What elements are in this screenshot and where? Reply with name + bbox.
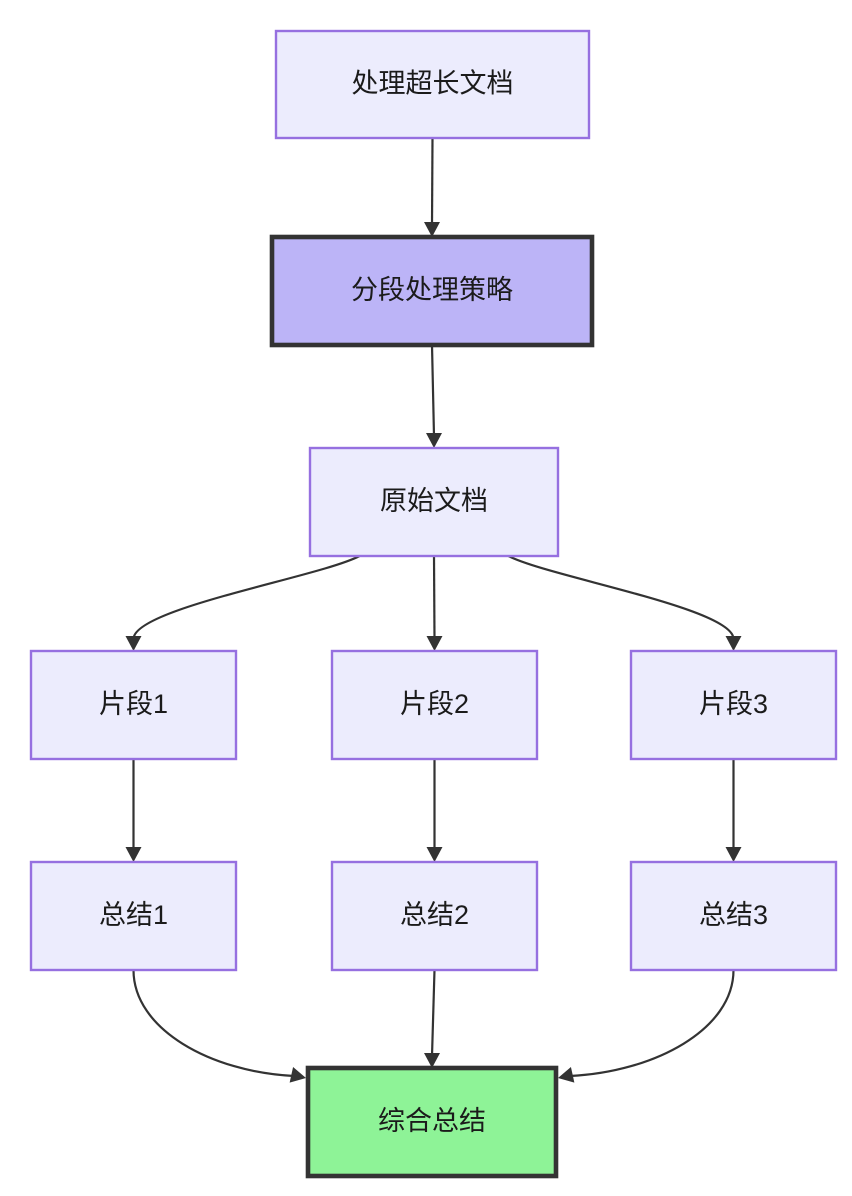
edge-line: [569, 969, 735, 1078]
edge-fragment_2-to-summary_2: [426, 759, 443, 862]
node-fragment_3[interactable]: 片段3: [629, 649, 838, 761]
node-label: 片段1: [99, 689, 168, 719]
node-box[interactable]: [308, 446, 560, 558]
edge-arrowhead: [125, 636, 142, 651]
node-label: 总结2: [400, 900, 469, 930]
node-source_doc[interactable]: 原始文档: [308, 446, 560, 558]
node-long_doc[interactable]: 处理超长文档: [274, 29, 591, 140]
node-box[interactable]: [629, 860, 838, 972]
node-label: 总结3: [699, 900, 768, 930]
edge-arrowhead: [125, 847, 142, 862]
node-summary_2[interactable]: 总结2: [330, 860, 539, 972]
edge-line: [132, 969, 295, 1078]
edge-line: [430, 969, 436, 1057]
node-box[interactable]: [330, 860, 539, 972]
edge-source_doc-to-fragment_1: [125, 555, 361, 651]
node-box[interactable]: [330, 649, 539, 761]
edge-source_doc-to-fragment_3: [507, 555, 742, 651]
node-chunk_strategy[interactable]: 分段处理策略: [269, 234, 595, 348]
node-fragment_1[interactable]: 片段1: [29, 649, 238, 761]
edge-summary_2-to-final_summary: [424, 969, 440, 1068]
node-label: 片段3: [699, 689, 768, 719]
edge-arrowhead: [725, 847, 742, 862]
edge-summary_1-to-final_summary: [132, 969, 306, 1083]
edge-line: [430, 344, 436, 437]
node-label: 总结1: [99, 900, 168, 930]
edge-chunk_strategy-to-source_doc: [426, 344, 442, 448]
node-summary_1[interactable]: 总结1: [29, 860, 238, 972]
edge-line: [430, 137, 434, 226]
node-label: 综合总结: [378, 1106, 486, 1136]
node-label: 片段2: [400, 689, 469, 719]
edge-arrowhead: [558, 1066, 575, 1083]
edge-arrowhead: [725, 636, 742, 651]
edge-arrowhead: [426, 847, 443, 862]
node-label: 处理超长文档: [352, 69, 514, 99]
edge-line: [132, 555, 361, 640]
edge-arrowhead: [424, 222, 440, 237]
node-box[interactable]: [629, 649, 838, 761]
edge-arrowhead: [289, 1066, 306, 1083]
edge-long_doc-to-chunk_strategy: [424, 137, 440, 237]
node-final_summary[interactable]: 综合总结: [305, 1065, 559, 1179]
node-box[interactable]: [305, 1065, 559, 1179]
edge-fragment_3-to-summary_3: [725, 759, 742, 862]
node-box[interactable]: [274, 29, 591, 140]
node-summary_3[interactable]: 总结3: [629, 860, 838, 972]
edge-arrowhead: [426, 636, 443, 651]
edge-line: [432, 555, 436, 640]
node-fragment_2[interactable]: 片段2: [330, 649, 539, 761]
edge-fragment_1-to-summary_1: [125, 759, 142, 862]
node-box[interactable]: [269, 234, 595, 348]
edge-line: [507, 555, 735, 640]
edge-arrowhead: [424, 1053, 440, 1068]
node-label: 分段处理策略: [351, 275, 513, 305]
edges-layer: [125, 137, 742, 1083]
node-box[interactable]: [29, 649, 238, 761]
node-box[interactable]: [29, 860, 238, 972]
edge-arrowhead: [426, 433, 442, 448]
node-label: 原始文档: [380, 486, 488, 516]
edge-summary_3-to-final_summary: [558, 969, 735, 1083]
edge-source_doc-to-fragment_2: [426, 555, 443, 651]
